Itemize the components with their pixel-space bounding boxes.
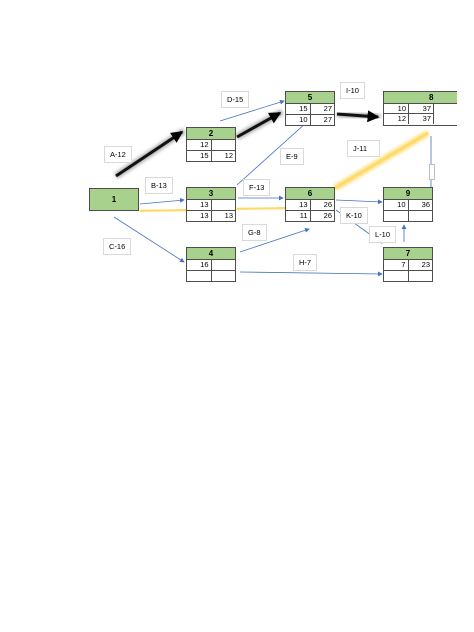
node-9-label: 9 xyxy=(384,188,432,200)
activity-label-c: C-16 xyxy=(103,238,132,255)
activity-label-l: L-10 xyxy=(369,226,397,243)
node-7-r2-right xyxy=(407,271,433,281)
node-8-header: 8 xyxy=(384,92,457,104)
activity-label-b: B-13 xyxy=(145,177,173,194)
node-9-r2-left xyxy=(384,211,408,221)
node-4-r1-left: 16 xyxy=(200,260,209,269)
activity-label-a: A-12 xyxy=(104,146,132,163)
activity-label-k: K-10 xyxy=(340,207,368,224)
node-9-r1-right: 36 xyxy=(407,200,433,210)
node-6-r2-right: 26 xyxy=(309,211,335,221)
node-3-r1-right xyxy=(210,200,236,210)
node-7-r2-left xyxy=(384,271,408,281)
node-4: 4 16 xyxy=(186,247,236,282)
node-8-r1-right: 37 xyxy=(408,104,433,113)
activity-label-g: G-8 xyxy=(242,224,267,241)
node-7: 7 7 23 xyxy=(383,247,433,282)
activity-label-i: I-10 xyxy=(340,82,365,99)
activity-label-h: H-7 xyxy=(293,254,318,271)
node-4-r1-right xyxy=(210,260,236,270)
node-9: 9 10 36 xyxy=(383,187,433,222)
node-5-r1-right: 27 xyxy=(309,104,335,114)
node-4-r2-right xyxy=(210,271,236,281)
node-5: 5 15 27 10 27 xyxy=(285,91,335,126)
activity-label-e: E-9 xyxy=(280,148,304,165)
node-6-r1-left: 13 xyxy=(299,200,308,209)
node-2-label: 2 xyxy=(187,128,235,140)
node-2-r1-left: 12 xyxy=(200,140,209,149)
node-9-r1-left: 10 xyxy=(397,200,406,209)
node-7-r1-right: 23 xyxy=(407,260,433,270)
node-7-r1-left: 7 xyxy=(401,260,406,269)
activity-label-d: D-15 xyxy=(221,91,250,108)
node-8-r2-right: 37 xyxy=(408,114,433,124)
node-2-r2-left: 15 xyxy=(200,151,209,160)
node-1: 1 xyxy=(89,188,139,211)
node-7-label: 7 xyxy=(384,248,432,260)
critical-path-black xyxy=(114,109,381,179)
node-4-r2-left xyxy=(187,271,211,281)
node-3-r2-right: 13 xyxy=(210,211,236,221)
node-8-r1-left: 10 xyxy=(397,104,406,113)
node-8: 8 10 37 12 37 xyxy=(383,91,457,126)
node-3-r2-left: 13 xyxy=(200,211,209,220)
activity-label-f: F-13 xyxy=(243,179,271,196)
node-8-r2-left: 12 xyxy=(397,114,406,123)
node-6-r2-left: 11 xyxy=(299,211,308,220)
node-3-label: 3 xyxy=(187,188,235,200)
node-5-r2-left: 10 xyxy=(299,115,308,124)
offpage-box xyxy=(429,164,435,180)
critical-path-yellow xyxy=(139,130,430,214)
node-1-label: 1 xyxy=(111,195,117,204)
node-2-r1-right xyxy=(210,140,236,150)
node-2: 2 12 15 12 xyxy=(186,127,236,162)
activity-label-j: J-11 xyxy=(347,140,381,157)
node-6-r1-right: 26 xyxy=(309,200,335,210)
node-5-label: 5 xyxy=(286,92,334,104)
node-3: 3 13 13 13 xyxy=(186,187,236,222)
node-4-label: 4 xyxy=(187,248,235,260)
node-2-r2-right: 12 xyxy=(210,151,236,161)
node-3-r1-left: 13 xyxy=(200,200,209,209)
node-9-r2-right xyxy=(407,211,433,221)
node-5-r1-left: 15 xyxy=(299,104,308,113)
node-6: 6 13 26 11 26 xyxy=(285,187,335,222)
node-5-r2-right: 27 xyxy=(309,115,335,125)
node-6-label: 6 xyxy=(286,188,334,200)
node-8-label: 8 xyxy=(429,93,434,102)
